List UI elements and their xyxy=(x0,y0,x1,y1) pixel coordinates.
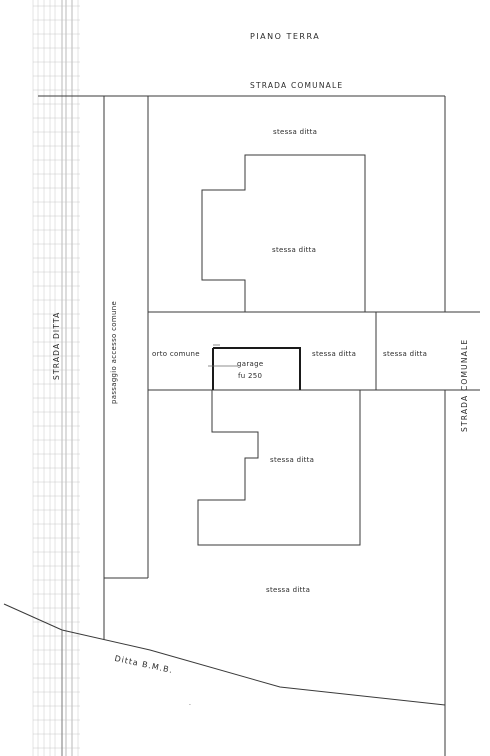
label-row-center: stessa ditta xyxy=(312,350,357,358)
label-row-right: stessa ditta xyxy=(383,350,428,358)
label-garage-sub: fu 250 xyxy=(238,372,263,380)
grid-strip xyxy=(32,0,79,756)
label-plot-top: stessa ditta xyxy=(273,128,318,136)
road-right-label: STRADA COMUNALE xyxy=(460,338,469,432)
bottom-boundary xyxy=(3,603,446,706)
label-building-lower: stessa ditta xyxy=(270,456,315,464)
label-garage: garage xyxy=(237,360,264,368)
building-upper xyxy=(201,154,366,312)
grid-rows xyxy=(33,5,80,749)
label-passage: passaggio accesso comune xyxy=(110,300,118,404)
label-orto: orto comune xyxy=(152,350,200,358)
plan-title: PIANO TERRA xyxy=(250,32,321,41)
label-plot-bottom: stessa ditta xyxy=(266,586,311,594)
road-left-label: STRADA DITTA xyxy=(52,311,61,380)
building-lower xyxy=(197,390,361,546)
label-building-upper: stessa ditta xyxy=(272,246,317,254)
stray-dot: · xyxy=(189,702,192,709)
road-top-label: STRADA COMUNALE xyxy=(250,81,344,90)
garage-box-right xyxy=(213,347,301,390)
